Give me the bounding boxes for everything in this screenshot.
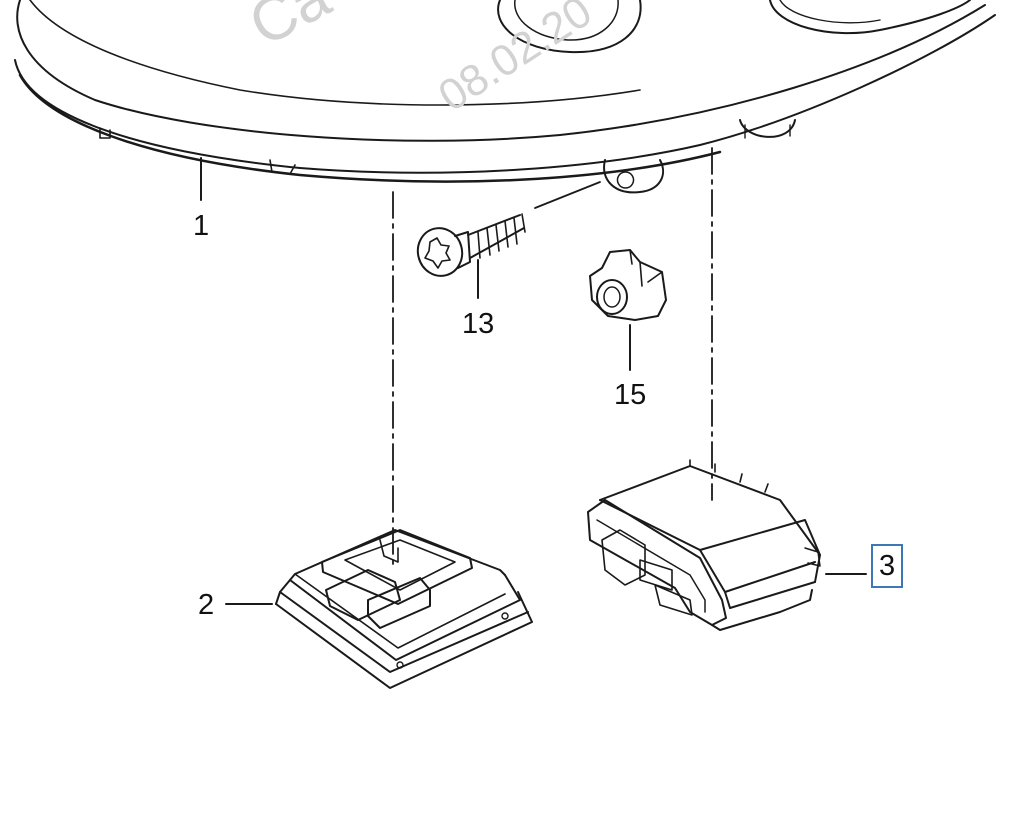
- callout-label-13: 13: [462, 308, 495, 340]
- control-unit-part-3: [587, 459, 867, 631]
- callout-label-3-highlighted[interactable]: 3: [871, 544, 904, 588]
- headlamp-housing-part-1: [14, 0, 996, 201]
- callout-label-1: 1: [193, 210, 210, 242]
- clip-nut-part-15: [589, 249, 667, 371]
- assembly-center-lines: [392, 147, 713, 571]
- callout-label-2: 2: [198, 589, 215, 621]
- control-unit-part-2: [225, 529, 533, 689]
- torx-screw-part-13: [416, 181, 601, 299]
- callout-label-15: 15: [614, 379, 647, 411]
